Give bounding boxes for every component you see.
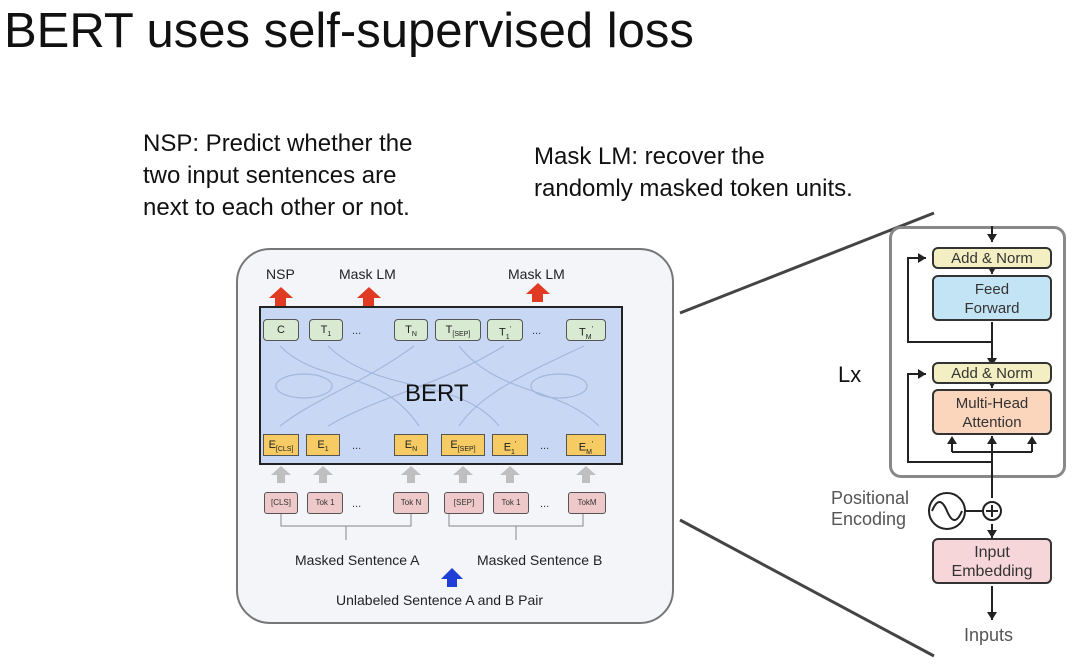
- multi-head-attention-block: Multi-Head Attention: [932, 389, 1052, 435]
- t-token-sep: T[SEP]: [435, 319, 481, 341]
- input-arrow-icon-2: [313, 466, 333, 483]
- repeat-lx-label: Lx: [838, 362, 862, 387]
- input-token-m: TokM: [568, 492, 606, 514]
- blue-up-arrow-icon: [441, 568, 463, 587]
- input-arrow-icon-6: [576, 466, 596, 483]
- input-row-ellipsis-2: ...: [540, 498, 550, 510]
- embedding-line-1: Input: [974, 544, 1010, 561]
- mha-line-1: Multi-Head: [955, 395, 1029, 412]
- mlm-red-arrow-icon-2: [526, 283, 550, 302]
- masked-sentence-b-label: Masked Sentence B: [477, 552, 603, 568]
- bert-center-label: BERT: [405, 380, 469, 407]
- add-norm-top-block: Add & Norm: [932, 247, 1052, 269]
- input-token-n: Tok N: [393, 492, 429, 514]
- masked-sentence-a-label: Masked Sentence A: [295, 552, 420, 568]
- t-row-ellipsis-1: ...: [352, 325, 362, 337]
- zoom-line-bottom: [679, 518, 935, 658]
- e-token-sep: E[SEP]: [441, 434, 485, 456]
- input-token-cls: [CLS]: [264, 492, 298, 514]
- input-arrow-icon-5: [500, 466, 520, 483]
- input-token-1-b: Tok 1: [493, 492, 529, 514]
- t-row-ellipsis-2: ...: [532, 325, 542, 337]
- input-arrow-icon-3: [401, 466, 421, 483]
- feed-forward-line-1: Feed: [974, 281, 1010, 298]
- embedding-line-2: Embedding: [951, 563, 1033, 580]
- feed-forward-block: Feed Forward: [932, 275, 1052, 321]
- t-token-1: T1: [309, 319, 343, 341]
- e-token-cls: E[CLS]: [263, 434, 299, 456]
- mlm-red-arrow-icon-1: [357, 287, 381, 306]
- add-norm-bottom-block: Add & Norm: [932, 362, 1052, 384]
- mlm-line-1: Mask LM: recover the: [534, 143, 765, 170]
- mask-lm-description: Mask LM: recover the randomly masked tok…: [534, 141, 853, 205]
- nsp-output-label: NSP: [266, 266, 295, 282]
- input-token-sep: [SEP]: [444, 492, 484, 514]
- t-token-c: C: [263, 319, 299, 341]
- t-token-1-prime: T1': [487, 319, 523, 341]
- input-row-ellipsis-1: ...: [352, 498, 362, 510]
- e-token-1-prime: E1': [492, 434, 528, 456]
- nsp-line-1: NSP: Predict whether the: [143, 130, 413, 157]
- nsp-description: NSP: Predict whether the two input sente…: [143, 128, 412, 224]
- positional-encoding-label: Positional Encoding: [831, 488, 909, 530]
- t-token-m-prime: TM': [566, 319, 606, 341]
- e-row-ellipsis-1: ...: [352, 440, 362, 452]
- mask-lm-output-label-1: Mask LM: [339, 266, 396, 282]
- mask-lm-output-label-2: Mask LM: [508, 266, 565, 282]
- input-token-1: Tok 1: [307, 492, 343, 514]
- nsp-red-arrow-icon: [269, 287, 293, 306]
- e-token-m-prime: EM': [566, 434, 606, 456]
- nsp-line-2: two input sentences are: [143, 162, 397, 189]
- input-arrow-icon-1: [271, 466, 291, 483]
- attention-connections: [275, 345, 600, 427]
- t-token-n: TN: [394, 319, 428, 341]
- slide-title: BERT uses self-supervised loss: [4, 4, 694, 58]
- input-arrow-icon-4: [453, 466, 473, 483]
- unlabeled-pair-label: Unlabeled Sentence A and B Pair: [336, 592, 544, 608]
- input-embedding-block: Input Embedding: [932, 538, 1052, 584]
- positional-line-1: Positional: [831, 488, 910, 508]
- e-token-1: E1: [306, 434, 340, 456]
- nsp-line-3: next to each other or not.: [143, 194, 410, 221]
- sentence-brackets: [280, 514, 584, 540]
- positional-line-2: Encoding: [831, 509, 907, 529]
- mha-line-2: Attention: [962, 414, 1022, 431]
- e-token-n: EN: [394, 434, 428, 456]
- e-row-ellipsis-2: ...: [540, 440, 550, 452]
- feed-forward-line-2: Forward: [964, 300, 1020, 317]
- inputs-label: Inputs: [964, 625, 1014, 645]
- mlm-line-2: randomly masked token units.: [534, 175, 853, 202]
